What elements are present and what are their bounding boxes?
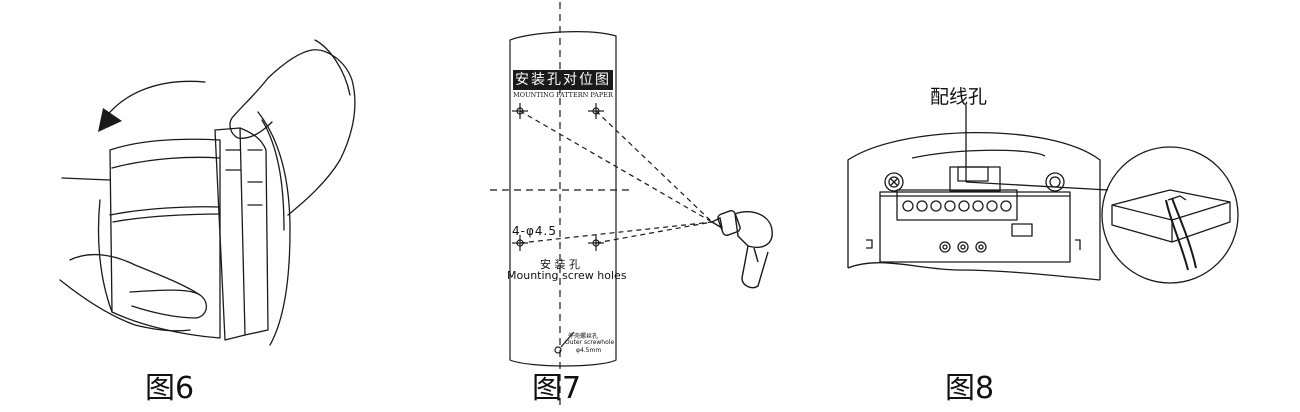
rotation-arrow-icon <box>104 80 206 119</box>
drill-icon <box>710 210 773 289</box>
hole-size-label: 4-φ4.5 <box>512 224 557 238</box>
figure-6-caption: 图6 <box>145 371 195 406</box>
hole-crosshair-icon <box>588 235 604 251</box>
paper-title: 安装孔对位图 <box>515 72 611 88</box>
terminal-block <box>896 189 1018 221</box>
hole-crosshair-icon <box>588 103 604 119</box>
hole-crosshair-icon <box>512 103 528 119</box>
mounting-paper-outline <box>509 31 617 367</box>
detail-zoom-circle <box>1101 146 1239 284</box>
paper-subtitle: MOUNTING PATTERN PAPER <box>513 91 613 99</box>
hole-crosshair-icon <box>512 235 528 251</box>
wiring-hole-label: 配线孔 <box>930 86 988 108</box>
outer-hole-size: φ4.5mm <box>576 347 602 354</box>
figure-8-caption: 图8 <box>945 371 995 406</box>
holes-label-cn: 安 装 孔 <box>540 258 580 271</box>
outer-hole-label-cn: 外壳螺丝孔 <box>568 333 599 340</box>
terminal-screws <box>902 200 1012 212</box>
paper-title-bar <box>513 70 613 90</box>
outer-hole-label-en: Outer screwhole <box>565 339 615 346</box>
figure-7-caption: 图7 <box>532 371 582 406</box>
holes-label-en: Mounting screw holes <box>507 269 627 282</box>
